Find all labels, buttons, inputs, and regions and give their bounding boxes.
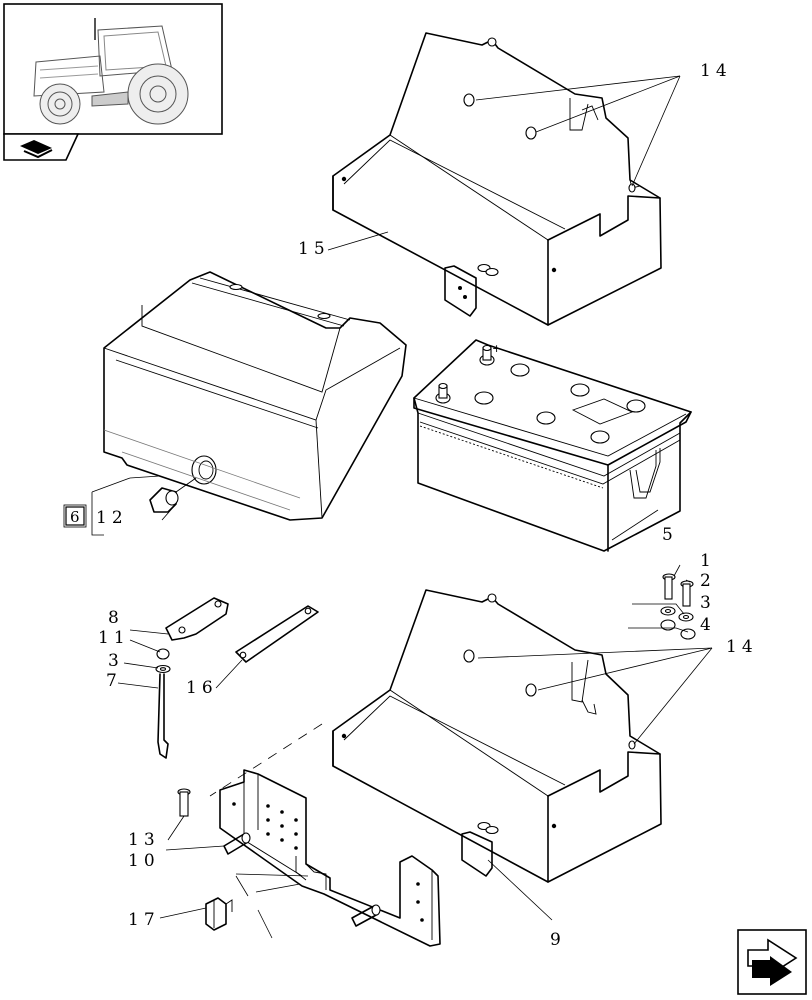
callout-14-upper: 14 (700, 61, 732, 81)
plus-terminal-mark: + (492, 342, 501, 355)
callout-12: 12 (96, 508, 128, 528)
callout-9: 9 (550, 930, 566, 950)
next-page-icon (747, 938, 798, 986)
callout-13: 13 (128, 830, 160, 850)
callout-1: 1 (700, 551, 716, 571)
callout-16: 16 (186, 678, 218, 698)
previous-page-icon (20, 140, 53, 159)
callout-4: 4 (700, 615, 716, 635)
callout-11: 11 (98, 628, 130, 648)
strap (235, 605, 319, 663)
battery-cover (103, 271, 407, 521)
callout-2: 2 (700, 571, 716, 591)
kit-number: 6 (70, 508, 80, 526)
hook-rod (155, 648, 171, 759)
callout-14-lower: 14 (726, 637, 758, 657)
leader-lines (91, 75, 713, 939)
callout-labels: 14 15 5 12 1 2 3 4 14 8 11 3 7 16 13 10 … (96, 61, 758, 950)
clamp-plate (165, 597, 229, 641)
callout-3-right: 3 (700, 593, 716, 613)
previous-page-button[interactable] (3, 133, 80, 161)
callout-10: 10 (128, 851, 160, 871)
clip (205, 897, 233, 931)
callout-7: 7 (106, 671, 122, 691)
next-page-button[interactable] (737, 929, 807, 995)
kit-reference-box: 6 (63, 504, 87, 528)
callout-3-left: 3 (108, 651, 124, 671)
mounting-bracket (219, 769, 441, 947)
battery-tray-lower (209, 589, 662, 883)
callout-17: 17 (128, 910, 160, 930)
callout-5: 5 (662, 525, 678, 545)
bolt-13 (177, 788, 191, 817)
bolts-washers-nuts (660, 573, 696, 640)
callout-8: 8 (108, 608, 124, 628)
tractor-thumbnail[interactable] (3, 3, 223, 135)
battery-tray-upper (332, 32, 662, 326)
tractor-thumbnail-icon (33, 18, 189, 125)
battery: + (413, 339, 692, 552)
callout-15: 15 (298, 239, 330, 259)
